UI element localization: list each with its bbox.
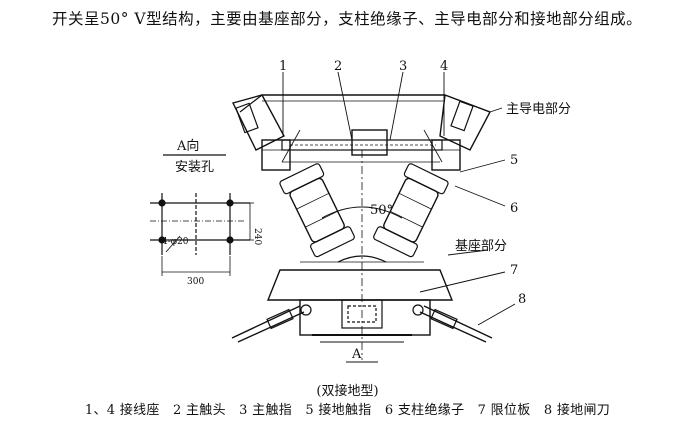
mount-hole — [226, 199, 234, 207]
callout-8: 8 — [518, 292, 526, 307]
inset-dim-vertical: 240 — [252, 228, 262, 245]
label-angle: 50° — [370, 203, 393, 218]
inset-subtitle: 安装孔 — [175, 160, 214, 175]
label-main-conductor: 主导电部分 — [506, 102, 571, 117]
label-a-bottom: A — [351, 347, 362, 362]
right-terminal-block — [431, 94, 491, 171]
left-terminal-block — [232, 94, 291, 171]
callout-6: 6 — [510, 201, 518, 216]
inset-title: A向 — [176, 138, 199, 154]
inset-mounting-holes — [150, 154, 254, 276]
intro-text: 开关呈50° V型结构，主要由基座部分，支柱绝缘子、主导电部分和接地部分组成。 — [52, 10, 643, 28]
base-frame — [266, 255, 454, 343]
callout-5: 5 — [510, 153, 518, 168]
label-base: 基座部分 — [455, 239, 507, 254]
angle-indicator — [321, 150, 403, 360]
callout-3: 3 — [399, 59, 407, 74]
mount-hole — [158, 199, 166, 207]
left-insulator — [279, 163, 355, 258]
callout-2: 2 — [334, 59, 342, 74]
inset-dim-horizontal: 300 — [187, 277, 204, 287]
leader-lines — [282, 71, 516, 363]
mount-hole — [158, 236, 166, 244]
callout-7: 7 — [510, 263, 518, 278]
right-earthing-blade — [412, 304, 493, 343]
inset-hole-spec: 4-φ20 — [162, 237, 189, 247]
callout-1: 1 — [279, 59, 287, 74]
right-insulator — [373, 163, 449, 258]
callout-4: 4 — [440, 59, 448, 74]
left-earthing-blade — [231, 304, 312, 343]
mount-hole — [226, 236, 234, 244]
caption-legend: 1、4 接线座 2 主触头 3 主触指 5 接地触指 6 支柱绝缘子 7 限位板… — [84, 403, 611, 418]
caption-type: (双接地型) — [316, 384, 379, 399]
